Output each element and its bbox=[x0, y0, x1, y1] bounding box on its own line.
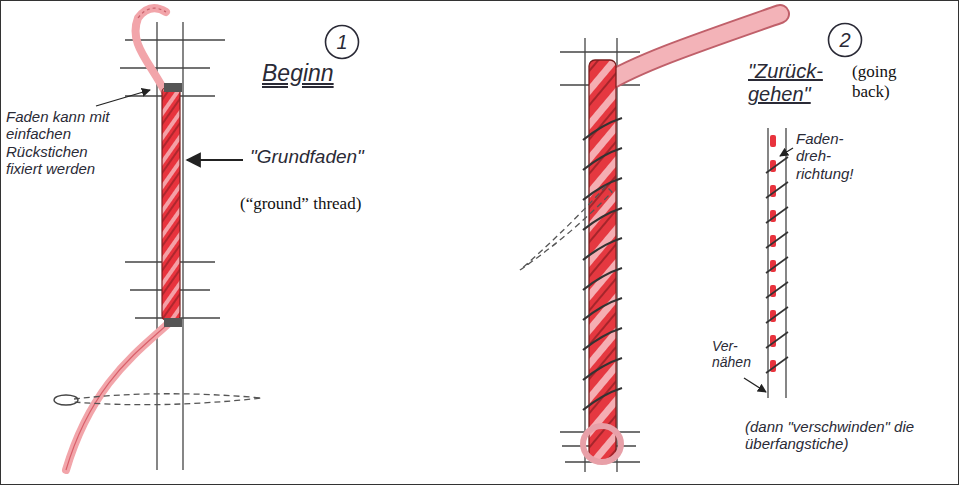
anchor-stitch bbox=[164, 83, 182, 92]
translation-text: (going back) bbox=[852, 62, 914, 101]
detail-sketch bbox=[766, 128, 788, 398]
leader-arrow bbox=[187, 159, 243, 161]
couching-stitches bbox=[583, 118, 622, 410]
leader-line bbox=[96, 90, 150, 106]
translation-text: (“ground” thread) bbox=[240, 194, 361, 214]
ground-thread bbox=[589, 60, 616, 460]
needle-eye-loop bbox=[54, 395, 78, 405]
needle bbox=[520, 186, 612, 270]
section-heading: Beginn bbox=[262, 60, 334, 86]
circle-outline bbox=[326, 26, 359, 59]
ground-thread bbox=[162, 88, 180, 320]
loose-thread bbox=[66, 322, 170, 470]
step-number: 1 bbox=[336, 31, 347, 53]
needle bbox=[74, 394, 262, 405]
leader-line bbox=[780, 148, 793, 156]
loose-thread bbox=[66, 322, 170, 470]
fabric-grid bbox=[560, 38, 640, 472]
circle-outline bbox=[829, 24, 862, 57]
note-text: Faden- dreh- richtung! bbox=[796, 130, 880, 182]
section-heading: "Zurück- gehen" bbox=[748, 60, 848, 106]
step-number-circle: 1 bbox=[324, 24, 360, 60]
step-number-circle: 2 bbox=[827, 22, 863, 58]
thread-end bbox=[138, 8, 166, 18]
leader-line bbox=[744, 378, 766, 392]
note-text: (dann "verschwinden" die überfangstiche) bbox=[745, 418, 927, 453]
thread-label: "Grundfaden" bbox=[250, 146, 364, 168]
anchor-stitch bbox=[164, 318, 182, 327]
note-text: Ver- nähen bbox=[712, 338, 766, 370]
note-text: Faden kann mit einfachen Rückstichen fix… bbox=[6, 108, 112, 177]
loose-thread bbox=[135, 8, 166, 92]
step-number: 2 bbox=[839, 29, 850, 51]
thread-loop bbox=[583, 426, 621, 462]
